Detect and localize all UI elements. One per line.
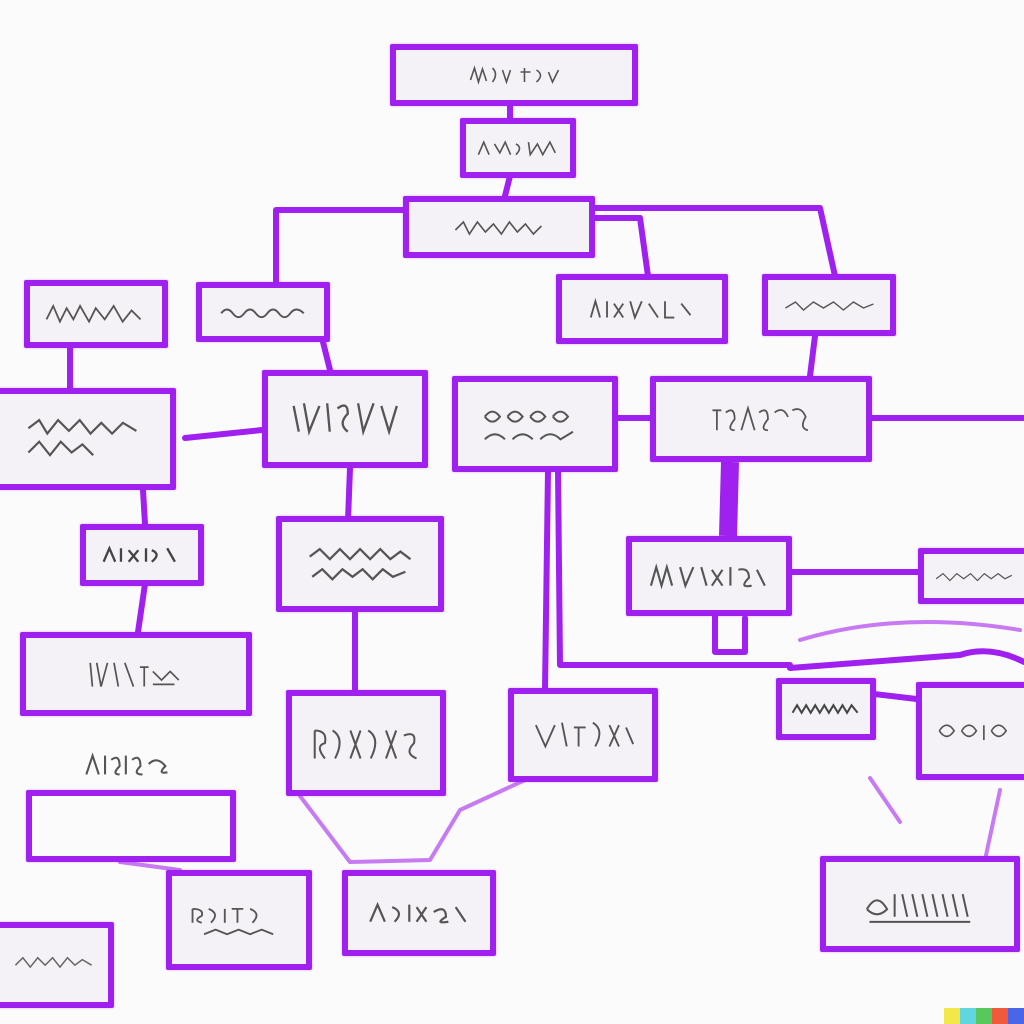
node-bottom-right <box>820 856 1020 952</box>
handwritten-text <box>938 724 1007 741</box>
node-second <box>460 118 576 178</box>
node-small-left <box>80 524 204 586</box>
link-col-down <box>345 465 353 523</box>
handwritten-text <box>935 572 1013 582</box>
node-bottom-1 <box>166 870 312 970</box>
node-bottom-left <box>0 922 114 1008</box>
link-center-to-right <box>592 205 838 279</box>
floating-label <box>85 752 168 776</box>
node-center-pair-left <box>452 376 618 472</box>
link-lower-mid <box>118 860 182 872</box>
link-right-curve <box>798 620 1022 642</box>
link-stub-drop <box>712 609 748 655</box>
link-lower-left-v <box>298 778 527 864</box>
handwritten-text <box>27 418 137 457</box>
node-mid-right-1 <box>556 274 728 344</box>
link-rightbox-down <box>807 333 818 379</box>
handwritten-text <box>89 662 180 688</box>
handwritten-text <box>314 729 418 760</box>
link-center-vertical-2 <box>555 467 793 668</box>
handwritten-text <box>712 404 808 431</box>
node-bottom-2 <box>342 870 496 956</box>
link-left2-to-column <box>319 335 333 373</box>
handwritten-text <box>45 304 142 324</box>
link-left-down <box>140 487 148 527</box>
node-left-mid <box>0 388 176 490</box>
node-far-right <box>918 548 1024 604</box>
link-center-to-mid-right <box>592 215 651 279</box>
node-column-middle <box>276 516 444 612</box>
color-watermark <box>944 1008 1024 1024</box>
handwritten-text <box>784 301 874 311</box>
node-right-1 <box>762 274 896 336</box>
link-leftmid-to-column <box>182 427 265 441</box>
node-column-lower <box>286 690 446 796</box>
node-center-hub <box>403 196 595 258</box>
handwritten-text <box>791 703 859 715</box>
handwritten-text <box>292 403 398 437</box>
handwritten-text <box>866 893 971 923</box>
handwritten-text <box>102 545 176 563</box>
link-center-vertical <box>542 467 551 693</box>
link-thick-connector <box>719 461 739 537</box>
handwritten-text <box>590 297 692 320</box>
node-left-lower <box>20 632 252 716</box>
handwritten-text <box>14 956 92 969</box>
handwritten-text <box>369 901 467 924</box>
link-lower-right <box>868 776 902 824</box>
node-empty-left <box>26 790 236 862</box>
handwritten-text <box>649 562 766 590</box>
handwritten-text <box>469 65 559 85</box>
watermark-blue <box>1008 1008 1024 1024</box>
watermark-yellow <box>944 1008 960 1024</box>
watermark-green <box>976 1008 992 1024</box>
handwritten-text <box>483 410 574 441</box>
node-title <box>390 44 638 106</box>
handwritten-text <box>477 139 557 157</box>
link-second-to-center <box>502 173 513 199</box>
handwritten-text <box>454 220 542 236</box>
handwritten-text <box>534 722 634 750</box>
handwritten-text <box>191 907 274 935</box>
link-lower-right-2 <box>983 788 1002 862</box>
node-right-mid <box>626 536 792 616</box>
handwritten-text <box>219 308 304 318</box>
node-left-1 <box>24 280 168 348</box>
watermark-red <box>992 1008 1008 1024</box>
node-left-2 <box>196 282 330 342</box>
link-right-arc <box>787 648 1024 671</box>
link-center-to-left <box>273 207 408 287</box>
link-small-down <box>135 581 148 635</box>
handwritten-text <box>308 547 412 581</box>
node-right-lower <box>916 682 1024 780</box>
node-center-lower <box>508 688 658 782</box>
node-center-pair-right <box>650 376 872 462</box>
watermark-cyan <box>960 1008 976 1024</box>
node-column-top <box>262 370 428 468</box>
node-small-right <box>776 678 876 740</box>
